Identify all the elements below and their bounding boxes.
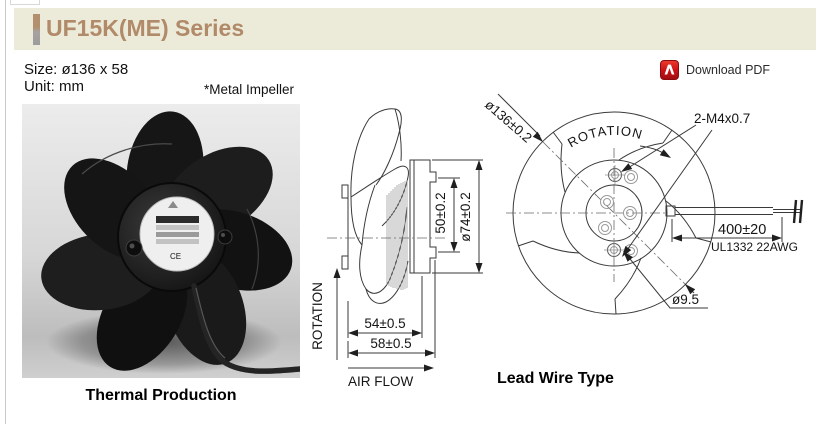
svg-text:400±20: 400±20 — [718, 222, 766, 238]
motor-housing — [409, 159, 437, 274]
svg-text:2-M4x0.7: 2-M4x0.7 — [694, 111, 750, 126]
pdf-icon[interactable] — [660, 60, 679, 80]
hub-label-print: CE — [156, 201, 199, 261]
page-left-border — [5, 0, 6, 424]
svg-text:ø9.5: ø9.5 — [672, 292, 699, 307]
lead-wire — [665, 199, 804, 224]
front-view-drawing: ø136±0.2 ROTATION 2-M4x0.7 — [482, 93, 804, 315]
page-title: UF15K(ME) Series — [46, 15, 245, 41]
hub-hatching — [386, 180, 408, 290]
front-rotation: ROTATION — [565, 123, 671, 158]
download-pdf-link[interactable]: Download PDF — [660, 60, 770, 80]
size-unit-block: Size: ø136 x 58 Unit: mm — [24, 61, 128, 95]
dim-inner-depth: 54±0.5 — [347, 276, 423, 338]
hub-screw-left — [125, 239, 143, 257]
unit-label: Unit: mm — [24, 78, 84, 95]
dim-lead-length: 400±20 UL1332 22AWG — [671, 217, 798, 254]
side-impeller-outline — [341, 108, 409, 304]
photo-caption: Thermal Production — [85, 387, 237, 404]
dim-motor-diameter: ø74±0.2 — [432, 159, 483, 274]
svg-text:AIR FLOW: AIR FLOW — [348, 374, 414, 389]
svg-text:54±0.5: 54±0.5 — [364, 316, 405, 331]
side-rotation: ROTATION — [310, 268, 341, 360]
svg-text:50±0.2: 50±0.2 — [433, 192, 448, 233]
hub-ce-mark: CE — [170, 252, 181, 261]
product-photo: CE — [22, 104, 300, 378]
hub-screw-right — [217, 229, 233, 245]
dim-outer-depth: 58±0.5 — [347, 260, 436, 358]
side-view-drawing: 50±0.2 ø74±0.2 ROTATION 54±0.5 58±0.5 — [310, 108, 483, 389]
svg-text:ø74±0.2: ø74±0.2 — [458, 192, 473, 241]
svg-text:ROTATION: ROTATION — [310, 282, 325, 350]
accent-bar — [33, 14, 40, 45]
hole-diameter-callout: ø9.5 — [623, 251, 708, 309]
svg-text:58±0.5: 58±0.5 — [370, 336, 411, 351]
svg-text:UL1332 22AWG: UL1332 22AWG — [711, 240, 798, 254]
svg-text:ROTATION: ROTATION — [565, 123, 645, 151]
metal-impeller-note: *Metal Impeller — [204, 82, 295, 97]
mounting-holes-callout: 2-M4x0.7 — [621, 111, 750, 257]
front-view-caption: Lead Wire Type — [497, 370, 614, 387]
power-cord — [191, 283, 300, 374]
download-pdf-label[interactable]: Download PDF — [686, 63, 771, 77]
air-flow: AIR FLOW — [348, 364, 434, 389]
hub-screw-holes — [598, 165, 638, 260]
dim-hub-height: 50±0.2 — [433, 177, 460, 253]
corner-fragment — [10, 0, 40, 5]
size-label: Size: ø136 x 58 — [24, 61, 129, 78]
series-header: UF15K(ME) Series — [14, 8, 816, 50]
